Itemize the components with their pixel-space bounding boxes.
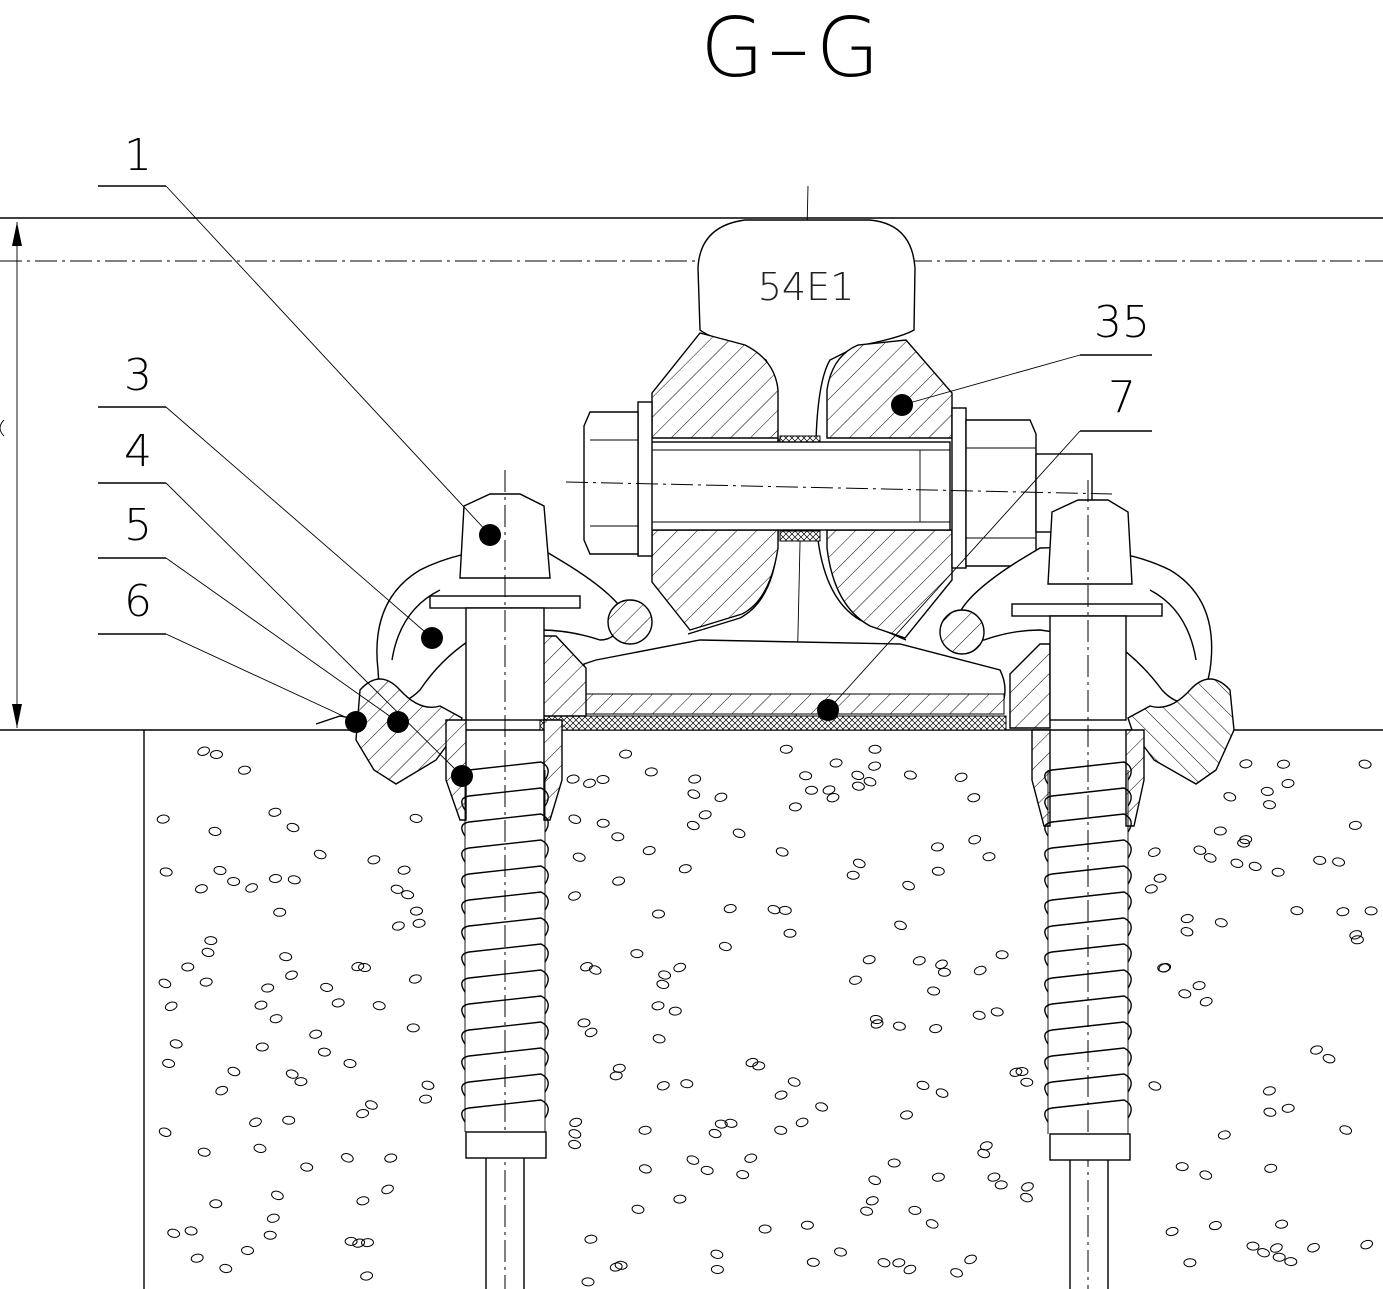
section-title: G–G — [700, 1, 883, 96]
right-shoulder — [1009, 643, 1051, 729]
callout-4: 4 — [98, 426, 473, 787]
callout-7: 7 — [817, 372, 1152, 721]
height-dimension — [0, 222, 22, 728]
rail-54e1: 54E1 — [687, 219, 916, 641]
fishplate-bolt — [565, 401, 1113, 569]
left-clamp-block-lower — [651, 529, 779, 631]
callout-6-label: 6 — [124, 576, 152, 627]
right-clamp-block-lower — [826, 529, 953, 639]
callout-35: 35 — [891, 297, 1152, 416]
callout-6: 6 — [98, 576, 367, 733]
rail-pad — [539, 715, 1007, 731]
callout-1-label: 1 — [124, 130, 152, 181]
callout-35-label: 35 — [1094, 297, 1150, 348]
plate-hatch-band — [583, 693, 1005, 715]
callout-3: 3 — [98, 350, 443, 649]
right-clamp-block — [826, 339, 953, 439]
callout-5: 5 — [98, 500, 409, 733]
callout-4-label: 4 — [124, 426, 152, 477]
rail-label: 54E1 — [758, 265, 855, 309]
left-shoulder — [539, 635, 587, 717]
callout-3-label: 3 — [124, 350, 152, 401]
callout-5-label: 5 — [124, 500, 152, 551]
left-clamp-block — [651, 332, 779, 439]
right-sleeper-screw — [1011, 480, 1163, 1289]
concrete-aggregate — [156, 744, 1378, 1287]
callout-1: 1 — [98, 130, 501, 546]
callout-7-label: 7 — [1108, 372, 1136, 423]
left-sleeper-screw — [429, 470, 581, 1289]
concrete-slab — [143, 730, 1378, 1289]
